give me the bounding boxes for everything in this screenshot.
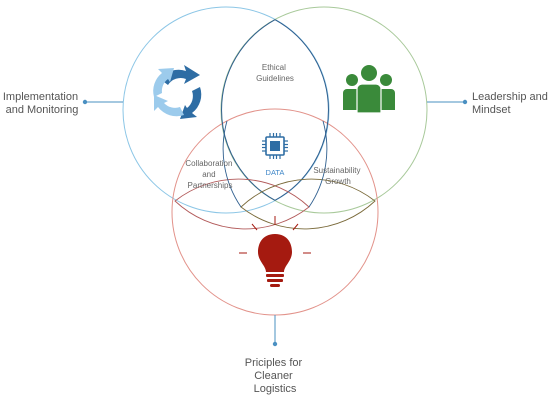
- circle-leadership: [220, 6, 428, 214]
- light-bulb-icon: [239, 216, 311, 287]
- label-right-overlap: Sustainability Growth: [313, 166, 362, 186]
- people-group-icon: [343, 65, 395, 114]
- circle-implementation: [122, 6, 330, 214]
- label-left-overlap: Collaboration and Partnerships: [185, 159, 234, 190]
- chip-icon: [262, 133, 288, 159]
- label-bottom: Priciples for Cleaner Logistics: [245, 357, 306, 395]
- lens-top-inner-right: [308, 120, 328, 208]
- connector-bottom: [272, 315, 278, 347]
- label-left: Implementation and Monitoring: [3, 91, 81, 116]
- lens-left: [174, 178, 310, 230]
- lens-top-inner: [222, 120, 242, 208]
- label-top-overlap: Ethical Guidelines: [256, 63, 294, 83]
- lens-top: [221, 19, 329, 201]
- cycle-arrows-icon: [153, 65, 202, 119]
- lens-right: [240, 178, 376, 230]
- label-right: Leadership and Mindset: [472, 91, 550, 116]
- connector-right: [427, 99, 468, 105]
- connector-left: [82, 99, 123, 105]
- label-center: DATA: [266, 168, 285, 177]
